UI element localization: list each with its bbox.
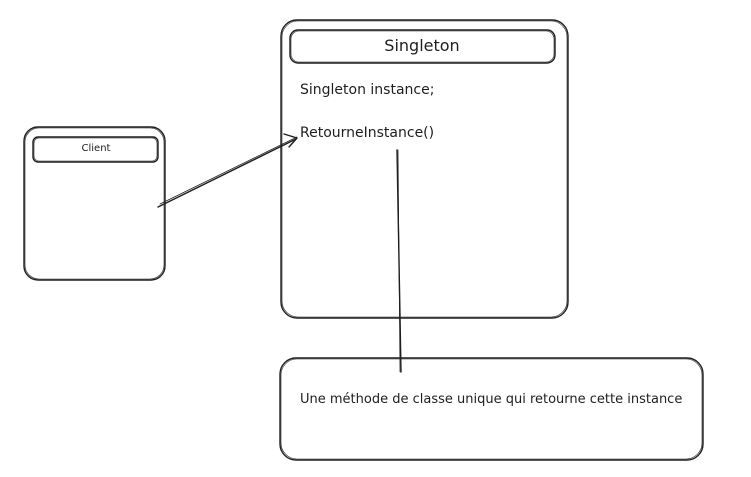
client-to-method-arrow — [157, 133, 298, 208]
singleton-class-box[interactable] — [280, 19, 569, 319]
singleton-class-title: Singleton — [384, 36, 460, 55]
retourne-instance-method: RetourneInstance() — [300, 125, 435, 141]
note-text: Une méthode de classe unique qui retourn… — [300, 392, 683, 407]
client-header-box — [32, 136, 159, 163]
singleton-instance-attribute: Singleton instance; — [300, 82, 435, 98]
singleton-header-box — [289, 29, 556, 64]
note-box[interactable] — [279, 357, 704, 461]
method-to-note-connector — [396, 149, 402, 373]
client-class-title: Client — [81, 143, 111, 154]
